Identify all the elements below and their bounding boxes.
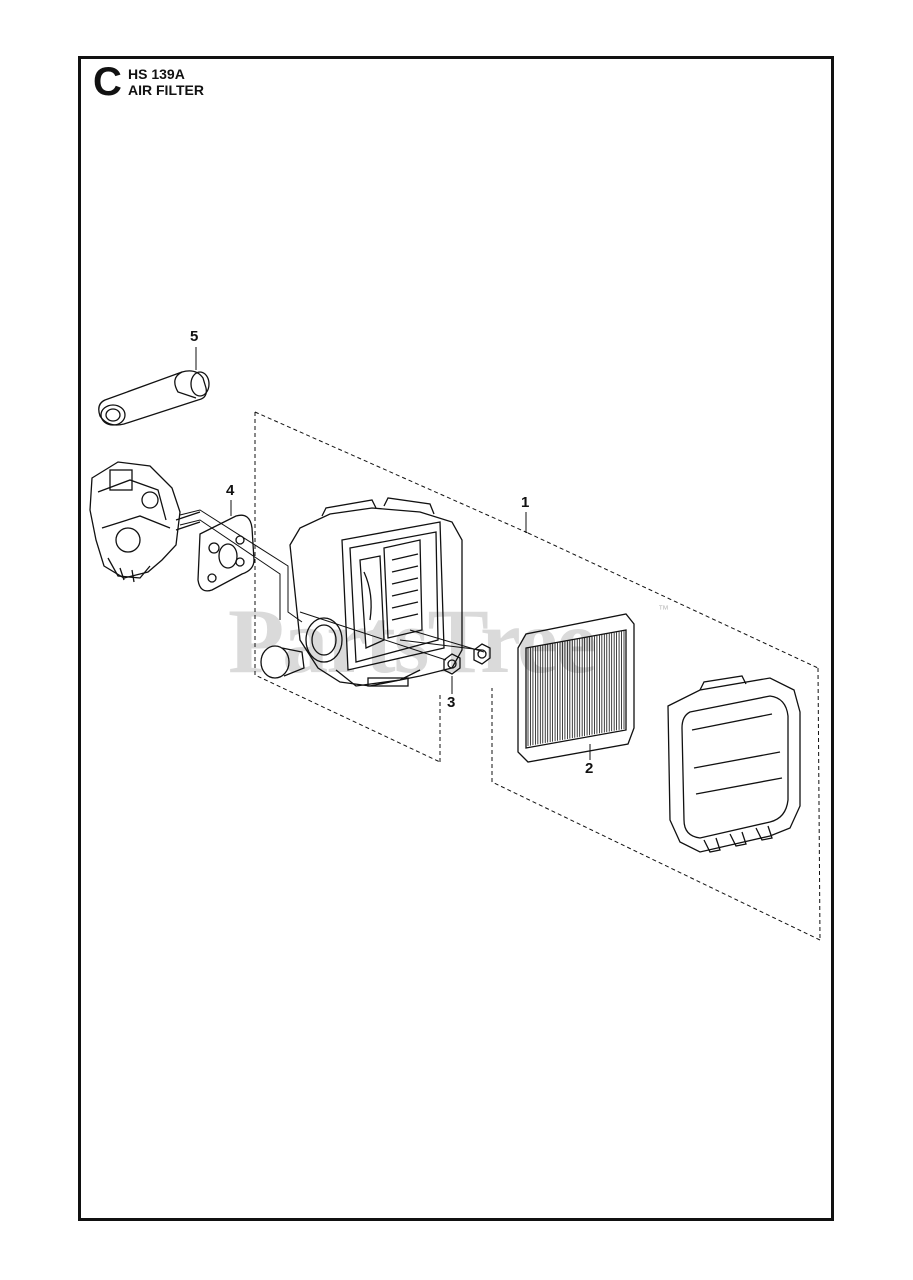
page-frame [78,56,834,1221]
model-number: HS 139A [128,66,185,82]
part-gasket [197,514,255,592]
callout-5: 5 [190,328,199,345]
part-breather-hose [98,370,210,426]
part-nuts [443,643,491,675]
part-filter-cover [667,675,801,853]
diagram-title: AIR FILTER [128,82,204,98]
part-drain-cap [260,645,305,679]
section-letter: C [93,60,122,104]
callout-4: 4 [226,482,235,499]
part-carburetor [89,461,201,583]
callout-1: 1 [521,494,530,511]
assembly-guide-lines [179,509,485,661]
callout-leaders [195,347,591,760]
callout-3: 3 [447,694,456,711]
assembly-boundary [254,411,821,941]
callout-2: 2 [585,760,594,777]
filter-pleats [527,631,625,746]
part-filter-element [517,613,635,763]
watermark-trademark: ™ [658,604,669,616]
part-filter-housing [289,497,463,687]
header-block: HS 139A AIR FILTER [128,66,204,98]
